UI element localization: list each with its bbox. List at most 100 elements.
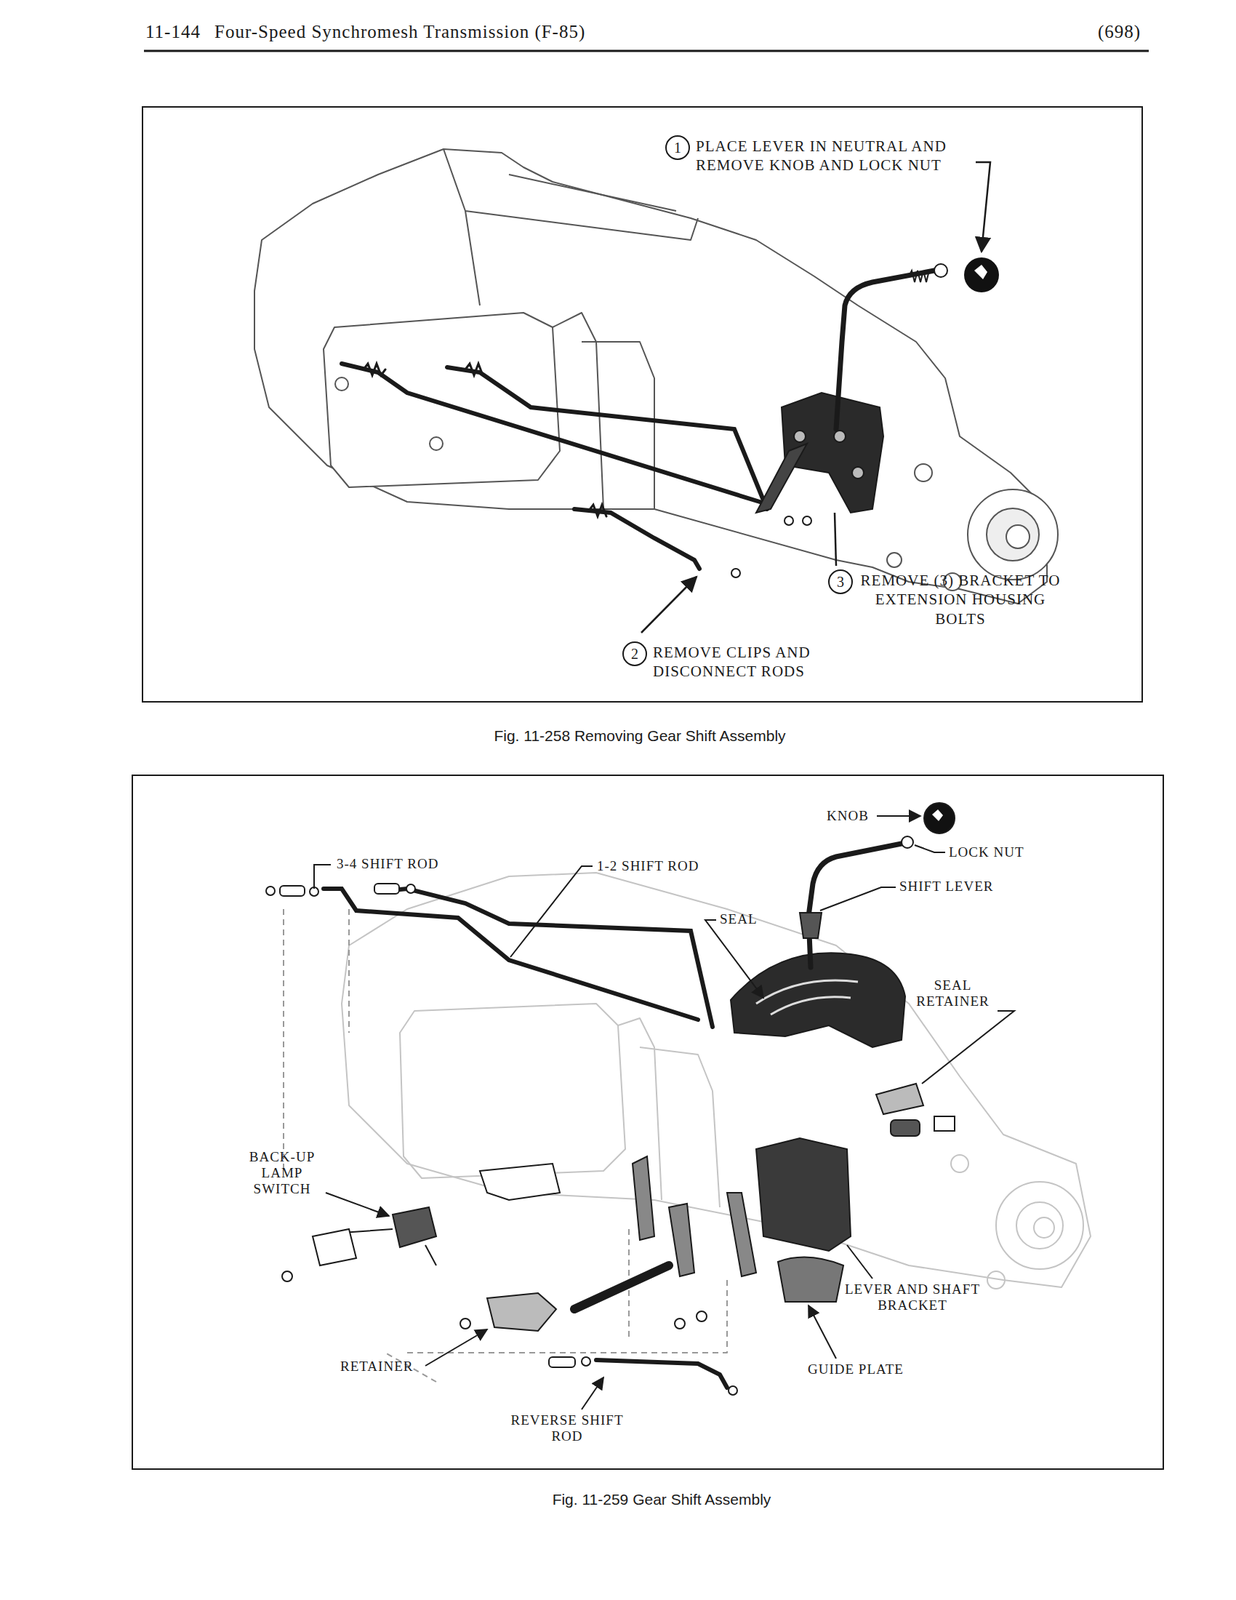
callout-number: 3	[828, 569, 853, 595]
knob	[924, 802, 955, 834]
callout-number: 1	[665, 135, 690, 160]
rod-sleeve	[548, 1356, 576, 1367]
shift-rod	[341, 363, 760, 502]
bolt-boss	[429, 436, 443, 451]
shift-lever	[836, 270, 935, 429]
leader-line	[510, 865, 593, 957]
bracket-levers	[632, 1156, 757, 1276]
shaft	[574, 1265, 669, 1309]
knob	[964, 257, 999, 293]
bolt-boss	[887, 552, 902, 568]
seal-retainer	[876, 1083, 924, 1114]
case-top	[443, 149, 698, 306]
rod-sleeve	[279, 885, 305, 896]
callout-text: REMOVE (3) BRACKET TO EXTENSION HOUSING …	[858, 570, 1063, 629]
shift-rod-spring	[363, 363, 607, 517]
bolt-boss	[914, 463, 933, 482]
part-label: 3-4 SHIFT ROD	[336, 855, 439, 872]
clip	[784, 516, 794, 525]
part-label: GUIDE PLATE	[807, 1361, 904, 1378]
callout: 3REMOVE (3) BRACKET TO EXTENSION HOUSING…	[828, 569, 1063, 629]
output-bore	[1006, 524, 1030, 549]
shift-lever	[808, 843, 902, 967]
clip	[731, 568, 741, 578]
leader-line	[820, 887, 896, 911]
callout-leaders	[641, 162, 991, 633]
page-number: (698)	[1097, 21, 1141, 43]
pivot-sleeve	[890, 1119, 920, 1136]
part-label: KNOB	[826, 807, 869, 824]
back-up-lamp-switch	[392, 1206, 437, 1247]
transmission-drawing	[254, 149, 1058, 604]
part-label: SEAL	[719, 911, 758, 927]
leader-line	[876, 815, 921, 817]
extension-housing	[996, 1181, 1084, 1269]
callout: 2REMOVE CLIPS AND DISCONNECT RODS	[622, 641, 850, 682]
output-bore	[1033, 1217, 1055, 1238]
label-leaders	[314, 815, 1015, 1410]
clip	[728, 1385, 738, 1395]
part-label: LEVER AND SHAFT BRACKET	[843, 1281, 982, 1314]
bolt	[696, 1310, 707, 1322]
part-label: 1-2 SHIFT ROD	[596, 857, 699, 874]
knob-highlight	[932, 809, 943, 821]
bolt	[674, 1318, 685, 1329]
leader-line	[581, 1377, 604, 1410]
bracket-lever	[756, 443, 808, 513]
output-spline	[1016, 1201, 1063, 1249]
side-cover	[323, 312, 560, 488]
seal-ribs	[756, 980, 858, 1015]
exploded-parts	[266, 802, 955, 1395]
part-label: LOCK NUT	[948, 844, 1025, 861]
seal-boot	[730, 952, 906, 1047]
leader-line	[921, 1010, 1015, 1084]
bolt	[460, 1318, 471, 1329]
lock-nut	[901, 836, 914, 848]
part-label: BACK-UP LAMP SWITCH	[239, 1148, 325, 1197]
clip	[802, 516, 812, 525]
bracket-bolt	[852, 466, 864, 479]
leader-line	[975, 162, 991, 252]
clip	[406, 884, 416, 893]
shift-rods	[341, 363, 768, 569]
leader-line	[314, 864, 331, 889]
leader-line	[425, 1329, 488, 1366]
shift-lever	[836, 257, 999, 429]
part-label: SHIFT LEVER	[899, 878, 994, 895]
transmission-case	[341, 872, 1091, 1287]
figure-caption: Fig. 11-258 Removing Gear Shift Assembly	[348, 727, 931, 745]
retainer	[487, 1292, 557, 1331]
bracket-bolt	[833, 430, 846, 443]
rod-sleeve	[374, 883, 400, 894]
knob-highlight	[974, 264, 988, 280]
figure-frame	[142, 106, 1143, 702]
backup-switch-bracket	[479, 1163, 560, 1200]
switch-clip	[312, 1228, 357, 1266]
lock-nut	[934, 263, 948, 278]
bolt-boss	[950, 1154, 969, 1173]
figure-frame	[132, 775, 1164, 1469]
part-label: RETAINER	[340, 1358, 413, 1375]
side-cover	[399, 1003, 626, 1178]
page-rules	[132, 50, 1164, 1469]
shift-rod	[385, 888, 713, 1027]
page-header: Four-Speed Synchromesh Transmission (F-8…	[214, 21, 586, 43]
figure-caption: Fig. 11-259 Gear Shift Assembly	[370, 1490, 953, 1508]
callout-number: 2	[622, 641, 648, 666]
part-label: SEAL RETAINER	[907, 977, 999, 1010]
switch-wire	[341, 1228, 437, 1266]
leader-line	[705, 919, 764, 998]
callout: 1PLACE LEVER IN NEUTRAL AND REMOVE KNOB …	[665, 135, 1002, 176]
bolt-boss	[987, 1270, 1005, 1289]
bracket-bolt	[793, 430, 806, 443]
clip	[266, 886, 275, 896]
lever-thread	[908, 270, 930, 283]
shift-rod	[323, 888, 698, 1020]
bolt	[282, 1270, 293, 1282]
reverse-shift-rod	[596, 1359, 728, 1388]
header-rule	[143, 50, 1149, 53]
callout-text: PLACE LEVER IN NEUTRAL AND REMOVE KNOB A…	[695, 136, 1002, 176]
spring	[934, 1116, 955, 1131]
